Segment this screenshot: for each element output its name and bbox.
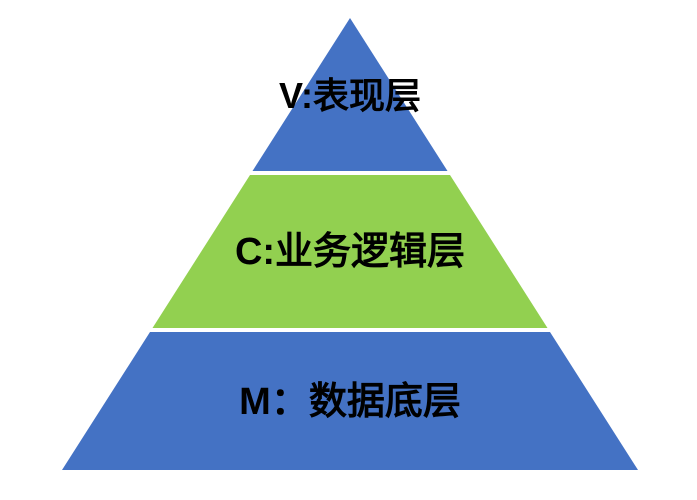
pyramid-layer-controller bbox=[152, 175, 548, 328]
pyramid-layer-view-label: V:表现层 bbox=[279, 75, 421, 116]
pyramid-layer-view bbox=[252, 18, 448, 171]
pyramid-layer-model-label: M：数据底层 bbox=[239, 381, 461, 423]
pyramid-layer-model bbox=[62, 332, 638, 470]
pyramid-layer-controller-label: C:业务逻辑层 bbox=[235, 231, 465, 273]
